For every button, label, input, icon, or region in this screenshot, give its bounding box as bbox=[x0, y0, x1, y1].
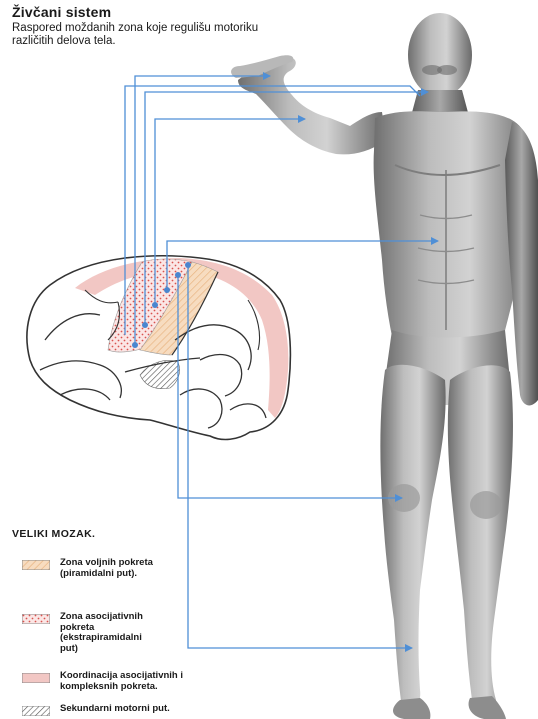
node bbox=[142, 322, 148, 328]
legend-label: Koordinacija asocijativnih i kompleksnih… bbox=[60, 671, 195, 692]
legend-label: Sekundarni motorni put. bbox=[60, 704, 200, 715]
node bbox=[152, 302, 158, 308]
node bbox=[132, 342, 138, 348]
swatch-dotted-pink bbox=[22, 614, 50, 624]
swatch-solid-pink bbox=[22, 673, 50, 683]
legend-label: Zona voljnih pokreta (piramidalni put). bbox=[60, 558, 180, 579]
legend-heading: VELIKI MOZAK. bbox=[12, 528, 95, 540]
swatch-diagonal-grey bbox=[22, 706, 50, 716]
node bbox=[175, 272, 181, 278]
legend-label: Zona asocijativnih pokreta (ekstrapirami… bbox=[60, 612, 155, 654]
node bbox=[164, 287, 170, 293]
swatch-diagonal-orange bbox=[22, 560, 50, 570]
brain-illustration bbox=[27, 256, 290, 440]
node bbox=[185, 262, 191, 268]
